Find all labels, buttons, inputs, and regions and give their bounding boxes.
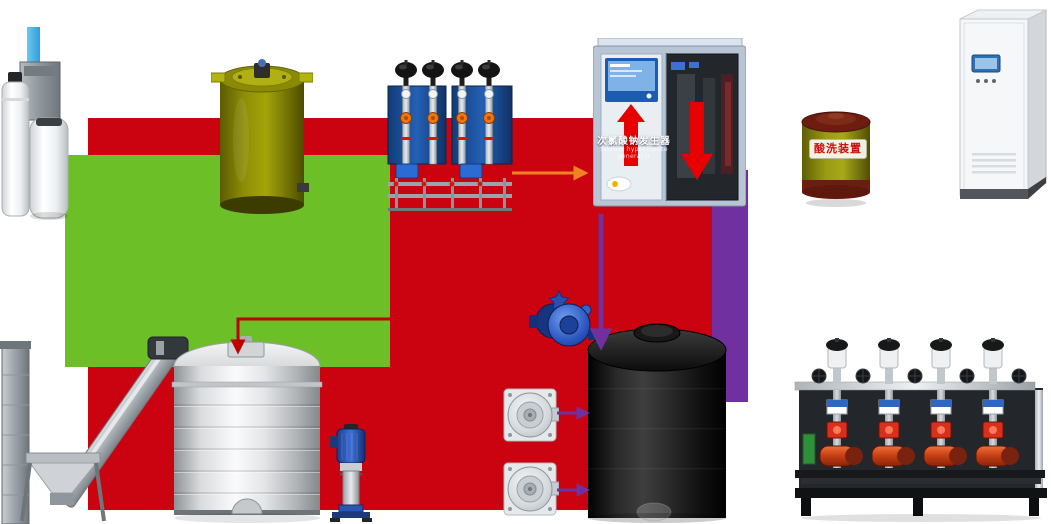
pump-motors [819,445,1019,467]
skid-dampeners [826,338,1004,384]
dosing-pump-manifold [386,58,514,214]
sodium-hypochlorite-generator [593,38,746,212]
pulsation-dampeners [395,60,500,86]
chemical-dosing-tank [211,55,313,217]
screw-conveyor [0,335,196,524]
valve-handwheels [811,368,1027,384]
electrical-control-cabinet [948,5,1050,207]
acid-wash-label: 酸洗装置 [809,139,867,159]
blower-fan-2 [502,460,559,518]
pe-storage-tank [584,318,730,524]
generator-sublabel: Sodium hypochlorite generator [600,146,668,160]
vertical-multistage-pump [328,424,374,524]
up-arrow-icon [617,104,645,166]
generator-label: 次氯酸钠发生器 [597,136,671,147]
dosing-pump-skid [793,338,1051,524]
stainless-steel-tank [170,336,324,524]
blower-fan-1 [502,386,559,444]
metering-pump [529,287,600,359]
water-softener-unit [0,58,70,223]
down-arrow-icon [681,102,713,180]
hmi-screen [605,58,658,102]
